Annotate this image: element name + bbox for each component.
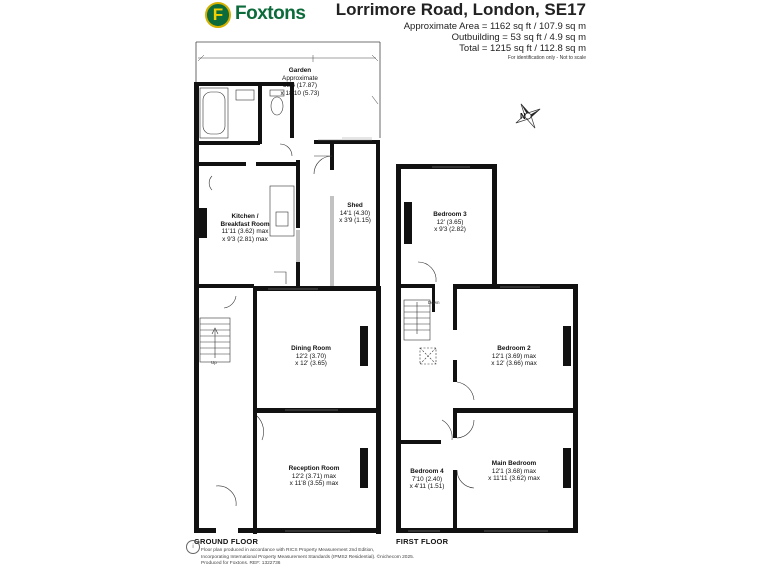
room-kitchen: Kitchen / Breakfast Room 11'11 (3.62) ma… xyxy=(220,213,269,243)
room-name: Reception Room xyxy=(288,465,340,472)
room-name: Main Bedroom xyxy=(491,460,537,467)
room-bedroom-2: Bedroom 2 12'1 (3.69) max x 12' (3.66) m… xyxy=(491,345,537,368)
footer-line: Produced for Foxtons. REF: 1322736 xyxy=(201,561,281,567)
approximate-area: Approximate Area = 1162 sq ft / 107.9 sq… xyxy=(403,21,586,32)
footer-line: Floor plan produced in accordance with R… xyxy=(201,548,375,553)
total-area: Total = 1215 sq ft / 112.8 sq m xyxy=(459,43,586,54)
ground-floor-label: GROUND FLOOR xyxy=(194,537,259,546)
room-name: Shed xyxy=(347,202,363,209)
room-main-bedroom: Main Bedroom 12'1 (3.68) max x 11'11 (3.… xyxy=(488,460,540,483)
room-dining: Dining Room 12'2 (3.70) x 12' (3.65) xyxy=(291,345,331,368)
property-address: Lorrimore Road, London, SE17 xyxy=(335,0,586,19)
room-name: Bedroom 2 xyxy=(497,345,531,352)
foxtons-logo: F Foxtons xyxy=(205,0,306,30)
footer-note: Floor plan produced in accordance with R… xyxy=(201,548,451,568)
room-dimension: 12'1 (3.69) max xyxy=(491,352,537,360)
room-dimension: x 11'8 (3.55) max xyxy=(289,480,339,488)
foxtons-logo-text: Foxtons xyxy=(235,3,306,24)
info-icon: i xyxy=(186,540,200,554)
room-dimension: x 12' (3.65) xyxy=(295,360,327,368)
room-shed: Shed 14'1 (4.30) x 3'9 (1.15) xyxy=(339,202,371,225)
compass-north-label: N xyxy=(520,112,526,121)
room-dimension: x 18'10 (5.73) xyxy=(280,89,320,97)
room-name-line-2: Breakfast Room xyxy=(220,220,270,228)
ground-floor-fixtures xyxy=(199,87,379,532)
room-name: Dining Room xyxy=(291,345,331,352)
outbuilding-area: Outbuilding = 53 sq ft / 4.9 sq m xyxy=(451,32,586,43)
first-floor-label: FIRST FLOOR xyxy=(396,537,449,546)
room-reception: Reception Room 12'2 (3.71) max x 11'8 (3… xyxy=(289,465,340,488)
footer-line: Incorporating International Property Mea… xyxy=(201,554,415,560)
room-bedroom-4: Bedroom 4 7'10 (2.40) x 4'11 (1.51) xyxy=(410,468,445,491)
stairs-up-label: Up xyxy=(211,360,217,365)
room-name: Garden xyxy=(288,67,312,74)
room-dimension: x 12' (3.66) max xyxy=(491,360,537,368)
room-dimension: x 9'3 (2.82) xyxy=(434,226,466,234)
stairs-down-label: Down xyxy=(428,300,440,305)
room-dimension: 12' (3.65) xyxy=(436,218,464,226)
room-dimension: 7'10 (2.40) xyxy=(411,475,443,483)
first-floor-walls xyxy=(396,164,578,533)
foxtons-logo-badge: F xyxy=(205,2,231,28)
room-dimension: Approximate xyxy=(282,74,318,82)
room-dimension: 12'1 (3.68) max xyxy=(491,467,537,475)
room-name: Kitchen / xyxy=(231,213,259,220)
room-name: Bedroom 4 xyxy=(410,468,444,475)
identification-note: For identification only - Not to scale xyxy=(507,55,586,61)
room-dimension: 14'1 (4.30) xyxy=(339,209,371,217)
room-dimension: x 3'9 (1.15) xyxy=(339,217,371,225)
room-dimension: x 11'11 (3.62) max xyxy=(488,475,540,483)
room-name: Bedroom 3 xyxy=(433,211,467,218)
compass-rose xyxy=(515,103,541,129)
ground-floor-walls xyxy=(194,82,381,534)
room-dimension: x 9'3 (2.81) max xyxy=(222,235,268,243)
room-dimension: 58'6 (17.87) xyxy=(283,82,317,90)
room-dimension: 12'2 (3.70) xyxy=(295,352,327,360)
room-dimension: 11'11 (3.62) max xyxy=(221,228,269,236)
room-dimension: x 4'11 (1.51) xyxy=(409,483,445,491)
room-bedroom-3: Bedroom 3 12' (3.65) x 9'3 (2.82) xyxy=(433,211,466,234)
garden-outline xyxy=(195,41,381,138)
first-floor-fixtures xyxy=(403,166,548,532)
room-dimension: 12'2 (3.71) max xyxy=(291,472,337,480)
room-garden: Garden Approximate 58'6 (17.87) x 18'10 … xyxy=(281,67,320,97)
